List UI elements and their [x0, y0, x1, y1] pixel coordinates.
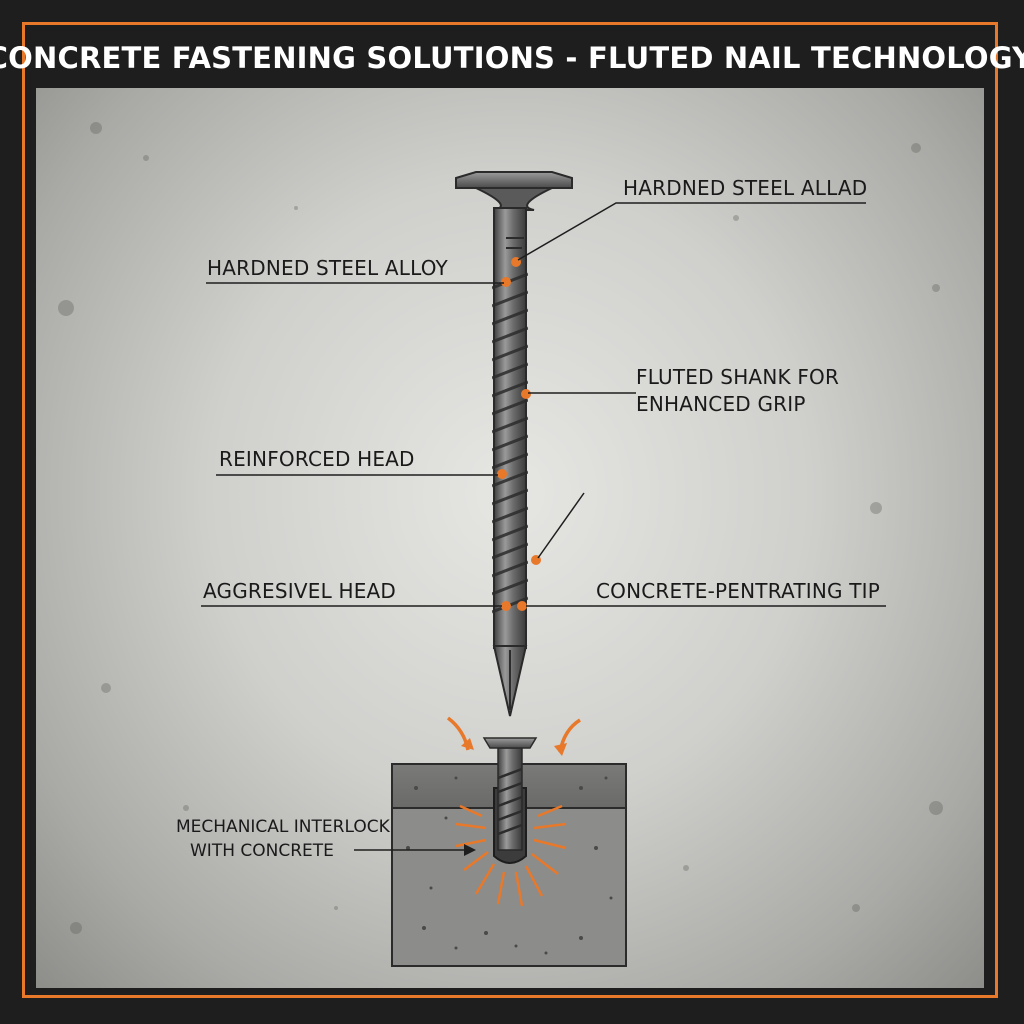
callout-dots	[497, 257, 541, 611]
label-hardened-steel-allad: HARDNED STEEL ALLAD	[623, 176, 867, 200]
leader-lines	[201, 202, 886, 607]
nail-shank	[492, 207, 528, 649]
concrete-block	[391, 737, 627, 967]
impact-arrows	[446, 716, 581, 756]
label-fluted-shank-line1: FLUTED SHANK FOR	[636, 365, 839, 389]
dot-steel-alloy	[501, 277, 511, 287]
dot-fluted-shank	[521, 389, 531, 399]
nail-diagram: HARDNED STEEL ALLAD HARDNED STEEL ALLOY …	[58, 122, 943, 967]
panel-texture	[58, 122, 943, 934]
dot-reinforced-head	[497, 469, 507, 479]
diagram-frame: CONCRETE FASTENING SOLUTIONS - FLUTED NA…	[0, 22, 1024, 998]
label-aggressive-head: AGGRESIVEL HEAD	[203, 579, 396, 603]
label-interlock-line1: MECHANICAL INTERLOCK	[176, 817, 391, 837]
title-bar: CONCRETE FASTENING SOLUTIONS - FLUTED NA…	[0, 25, 1024, 91]
interlock-arrow-icon	[354, 844, 476, 856]
page-title: CONCRETE FASTENING SOLUTIONS - FLUTED NA…	[0, 41, 1024, 75]
dot-aggressive-head	[501, 601, 511, 611]
stress-lines	[455, 804, 567, 907]
nail-tip	[492, 645, 528, 717]
nail-head	[455, 171, 573, 211]
dot-tip	[517, 601, 527, 611]
label-fluted-shank-line2: ENHANCED GRIP	[636, 392, 806, 416]
diagram-panel: HARDNED STEEL ALLAD HARDNED STEEL ALLOY …	[36, 88, 984, 988]
label-interlock-line2: WITH CONCRETE	[190, 841, 334, 861]
label-hardened-steel-alloy: HARDNED STEEL ALLOY	[207, 256, 449, 280]
label-reinforced-head: REINFORCED HEAD	[219, 447, 415, 471]
label-concrete-tip: CONCRETE-PENTRATING TIP	[596, 579, 880, 603]
